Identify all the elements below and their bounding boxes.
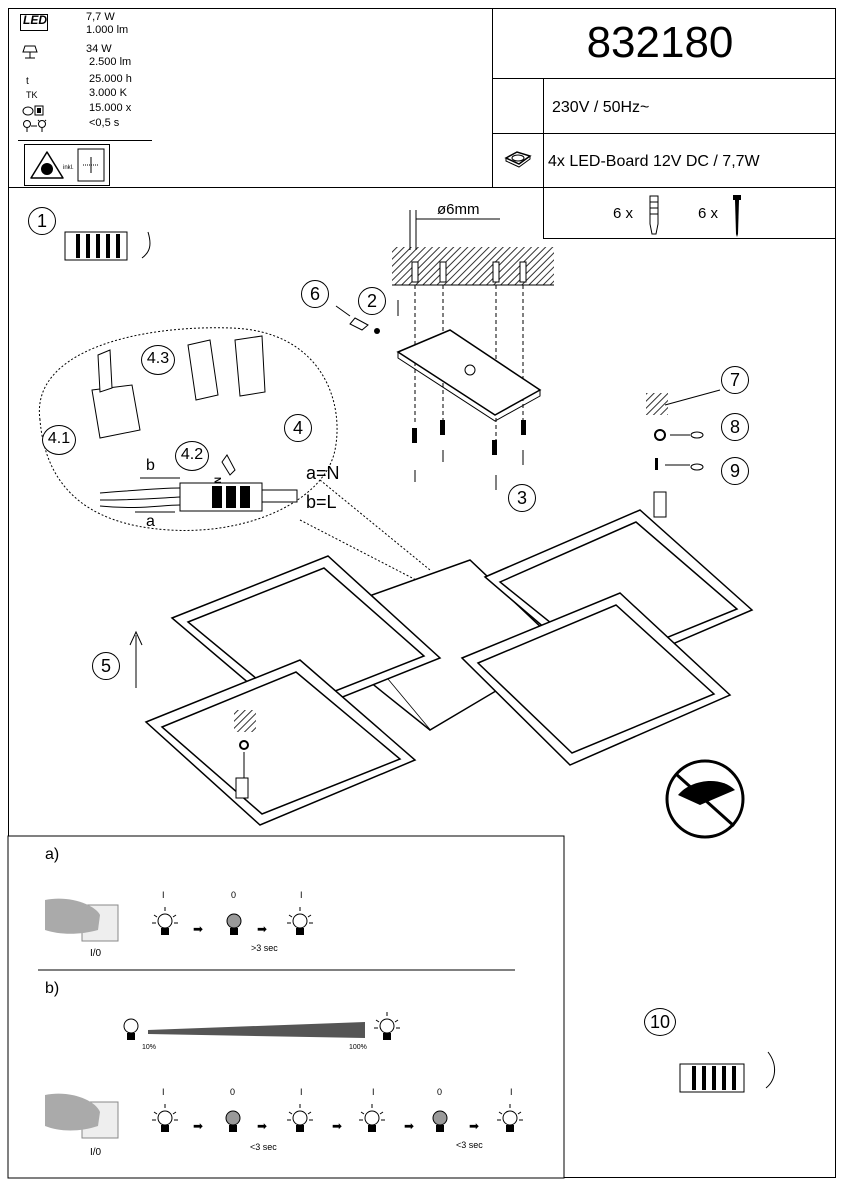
color-temp-icon: TK <box>26 90 38 100</box>
bulb-on-icon <box>372 1010 402 1050</box>
header-divider <box>8 187 836 188</box>
spec-switch-cycles: 15.000 x <box>20 103 160 118</box>
bulb-on-icon <box>285 905 315 945</box>
screw-icon <box>730 194 744 238</box>
voltage-text: 230V / 50Hz~ <box>552 99 650 116</box>
state-on-label: I <box>372 1087 375 1097</box>
step-8-number: 8 <box>721 413 749 441</box>
duration-gt3-label: >3 sec <box>251 943 278 953</box>
switch-cycles-icon <box>20 103 44 118</box>
led-board-text: 4x LED-Board 12V DC / 7,7W <box>548 153 760 170</box>
terminal-ln-label: L N <box>213 477 223 492</box>
duration-lt3-label: <3 sec <box>456 1140 483 1150</box>
step-4-2-number: 4.2 <box>175 441 209 471</box>
bulb-off-icon <box>223 910 245 945</box>
spec-lifetime: t 25.000 h <box>20 74 160 89</box>
bulb-off-icon <box>429 1107 451 1142</box>
startup-time-icon <box>20 118 47 133</box>
step-4-3-number: 4.3 <box>141 345 175 375</box>
bulb-on-icon <box>150 1102 180 1142</box>
wiring-a-equals-n: a=N <box>306 463 340 483</box>
spec-led-line2: 1.000 lm <box>86 24 129 36</box>
wire-label-b: b <box>146 457 155 474</box>
arrow-right-icon: ➡ <box>193 1119 204 1133</box>
step-10-number: 10 <box>644 1008 676 1036</box>
step-4-1-number: 4.1 <box>42 425 76 455</box>
switch-io-label: I/0 <box>90 1147 102 1158</box>
header-row-divider-2 <box>492 133 836 134</box>
lifetime-icon: t <box>26 76 29 87</box>
bulb-on-icon <box>285 1102 315 1142</box>
spec-color-temp-value: 3.000 K <box>89 87 127 99</box>
state-on-label: I <box>300 890 303 900</box>
arrow-right-icon: ➡ <box>193 922 204 936</box>
spec-color-temp: TK 3.000 K <box>20 88 160 103</box>
bulb-on-icon <box>150 905 180 945</box>
spec-startup: <0,5 s <box>20 118 160 133</box>
spec-lamp-line1: 34 W <box>86 43 112 55</box>
duration-lt3-label: <3 sec <box>250 1142 277 1152</box>
dowels-quantity: 6 x <box>613 205 634 222</box>
arrow-right-icon: ➡ <box>332 1119 343 1133</box>
header-inner-divider <box>543 78 544 238</box>
switch-io-label: I/0 <box>90 948 102 959</box>
spec-led: LED 7,7 W 1.000 lm <box>20 11 160 36</box>
bulb-on-icon <box>495 1102 525 1142</box>
lamp-icon <box>20 44 42 59</box>
dim-min-label: 10% <box>142 1044 157 1051</box>
wiring-b-equals-l: b=L <box>306 492 337 512</box>
header-row-divider-1 <box>492 78 836 79</box>
step-1-number: 1 <box>28 207 56 235</box>
bulb-on-icon <box>357 1102 387 1142</box>
step-7-number: 7 <box>721 366 749 394</box>
arrow-right-icon: ➡ <box>469 1119 480 1133</box>
wire-label-a: a <box>146 513 155 530</box>
spec-lamp: 34 W 2.500 lm <box>20 43 160 68</box>
lamp-included-badge: inkl. <box>24 144 110 186</box>
step-5-number: 5 <box>92 652 120 680</box>
state-off-label: 0 <box>231 890 237 900</box>
step-3-number: 3 <box>508 484 536 512</box>
arrow-right-icon: ➡ <box>257 1119 268 1133</box>
spec-startup-value: <0,5 s <box>89 117 120 129</box>
drill-diameter: ø6mm <box>437 201 480 218</box>
bulb-off-icon <box>222 1107 244 1142</box>
hardware-box-bottom <box>543 238 836 239</box>
badge-inkl-text: inkl. <box>63 165 74 171</box>
ceiling-hatch <box>392 247 554 285</box>
screws-quantity: 6 x <box>698 205 719 222</box>
wall-plug-icon <box>645 194 663 236</box>
header-vertical-divider <box>492 8 493 187</box>
spec-led-line1: 7,7 W <box>86 11 115 23</box>
step-6-number: 6 <box>301 280 329 308</box>
led-board-icon <box>503 148 533 170</box>
state-on-label: I <box>162 1087 165 1097</box>
step-2-number: 2 <box>358 287 386 315</box>
spec-switch-cycles-value: 15.000 x <box>89 102 132 114</box>
led-logo-icon: LED <box>20 14 48 31</box>
spec-lifetime-value: 25.000 h <box>89 73 132 85</box>
dim-max-label: 100% <box>349 1044 367 1051</box>
arrow-right-icon: ➡ <box>257 922 268 936</box>
step-4-number: 4 <box>284 414 312 442</box>
section-a-label: a) <box>45 846 60 863</box>
step-9-number: 9 <box>721 457 749 485</box>
state-on-label: I <box>510 1087 513 1097</box>
state-off-label: 0 <box>230 1087 236 1097</box>
section-b-label: b) <box>45 980 60 997</box>
bulb-dim-icon <box>120 1015 142 1050</box>
spec-divider <box>18 140 152 141</box>
spec-lamp-line2: 2.500 lm <box>89 56 132 68</box>
state-on-label: I <box>162 890 165 900</box>
arrow-right-icon: ➡ <box>404 1119 415 1133</box>
model-number: 832180 <box>586 18 734 67</box>
state-on-label: I <box>300 1087 303 1097</box>
state-off-label: 0 <box>437 1087 443 1097</box>
